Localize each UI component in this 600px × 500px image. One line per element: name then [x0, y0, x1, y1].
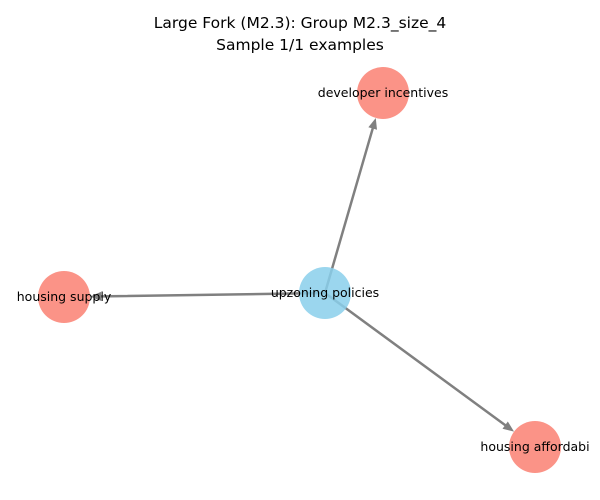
edges-layer [89, 117, 515, 432]
node-label-afford: housing affordabi [480, 439, 589, 454]
node-circle-afford [509, 421, 561, 473]
node-circle-upzoning [299, 267, 351, 319]
node-circle-supply [38, 271, 90, 323]
labels-layer: upzoning policies developer incentives hou… [17, 85, 590, 454]
edge-upzoning-to-developer [323, 127, 374, 295]
node-label-upzoning: upzoning policies [271, 285, 379, 300]
edge-arrowhead-supply [89, 291, 102, 301]
node-label-developer: developer incentives [318, 85, 448, 100]
edge-upzoning-to-supply [99, 291, 327, 298]
edge-upzoning-to-afford [323, 291, 507, 427]
node-label-supply: housing supply [17, 289, 112, 304]
node-circle-developer [357, 67, 409, 119]
figure-title-line2: Sample 1/1 examples [216, 36, 384, 54]
edge-arrowhead-developer [368, 117, 378, 130]
nodes-layer [38, 67, 561, 473]
edge-arrowhead-afford [502, 421, 515, 432]
figure-title-line1: Large Fork (M2.3): Group M2.3_size_4 [154, 14, 446, 33]
